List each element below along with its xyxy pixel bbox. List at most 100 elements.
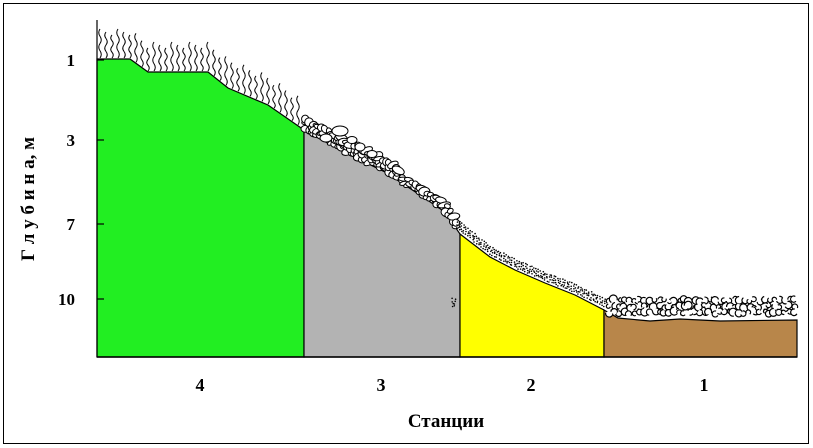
sand-grain (451, 297, 453, 300)
frond-stroke (158, 44, 162, 72)
sand-grain (593, 293, 595, 296)
frond-stroke (134, 33, 138, 63)
frond-stroke (290, 97, 294, 121)
sand-grain (574, 287, 577, 289)
y-axis-ticks (97, 59, 104, 300)
sand-grain (491, 254, 493, 257)
frond-stroke (170, 41, 174, 72)
shell-fragment (651, 297, 658, 303)
sand-grain (475, 235, 478, 238)
pebble (354, 142, 366, 152)
sand-grain (540, 275, 542, 277)
sand-grain (546, 273, 548, 276)
sand-grain (493, 252, 496, 255)
sand-grain (519, 268, 522, 270)
sand-grain (537, 274, 540, 277)
sand-grain (559, 280, 562, 283)
depth-tick-label: 3 (67, 131, 76, 150)
shell-fragment (780, 309, 786, 316)
sand-grain (518, 262, 520, 265)
shell-fragment (680, 310, 686, 317)
sand-grain (523, 270, 526, 273)
sand-grain (561, 283, 563, 286)
frond-stroke (98, 28, 102, 59)
sand-grain (515, 263, 517, 266)
sand-grain (485, 242, 487, 244)
sand-grain (575, 284, 578, 286)
shell-substrate (604, 294, 799, 318)
sand-grain (546, 275, 548, 278)
shell-fragment (740, 310, 747, 317)
sand-grain (483, 245, 485, 247)
sand-grain (596, 294, 599, 297)
x-axis-title: Станции (408, 411, 484, 432)
sand-grain (451, 305, 454, 308)
shell-fragment (679, 295, 688, 303)
sand-grain (537, 268, 539, 271)
sand-grain (604, 300, 606, 303)
sand-grain (508, 261, 511, 264)
frond-stroke (128, 34, 132, 59)
frond-stroke (146, 47, 150, 72)
sand-grain (525, 265, 527, 268)
frond-stroke (254, 75, 258, 100)
sand-grain (604, 298, 606, 301)
sand-grain (575, 289, 577, 292)
sand-grain (500, 255, 503, 258)
sand-grain (472, 238, 475, 241)
sand-grain (458, 228, 461, 231)
sand-grain (480, 241, 482, 244)
sand-grain (596, 300, 599, 303)
sand-grain (548, 281, 550, 283)
sand-grain (469, 229, 472, 232)
sand-grain (456, 221, 459, 223)
shell-fragment (667, 298, 673, 305)
sand-grain (481, 239, 483, 241)
sand-grain (571, 290, 573, 293)
sand-grain (520, 262, 523, 264)
sand-grain (463, 224, 465, 226)
sand-grain (533, 270, 535, 272)
sand-grain (503, 257, 505, 260)
sand-grain (568, 281, 571, 283)
sand-grain (577, 290, 580, 293)
sand-grain (467, 231, 470, 233)
sand-grain (581, 290, 584, 292)
sand-grain (462, 232, 465, 234)
sand-grain (499, 251, 502, 254)
sand-grain (483, 240, 486, 243)
sand-grain (480, 246, 482, 248)
sand-grain (599, 303, 601, 305)
sand-grain (478, 239, 481, 241)
sand-grain (522, 264, 524, 267)
sand-grain (580, 286, 582, 289)
sand-grain (555, 283, 557, 286)
shell-fragment (751, 296, 757, 303)
sand-grain (486, 244, 489, 246)
sand-grain (520, 265, 523, 268)
sand-grain (459, 226, 461, 228)
sand-grain (459, 220, 461, 223)
sand-grain (535, 270, 538, 272)
shell-fragment (791, 303, 799, 310)
frond-stroke (236, 67, 240, 92)
sand-grain (517, 268, 519, 270)
sand-grain (507, 257, 509, 259)
sand-grain (520, 263, 523, 265)
sand-grain (465, 230, 467, 233)
sand-grain (564, 287, 567, 289)
shell-fragment (669, 306, 679, 316)
frond-stroke (176, 44, 180, 72)
pebble (331, 125, 349, 137)
frond-stroke (224, 56, 228, 86)
sand-grain (482, 247, 484, 250)
sand-grain (484, 248, 487, 251)
sand-grain (460, 228, 463, 230)
sand-grain (467, 227, 469, 230)
sand-grain (493, 255, 496, 258)
sand-grain (601, 304, 603, 307)
sand-grain (537, 271, 539, 273)
sand-grain (493, 248, 496, 251)
sand-grain (459, 223, 461, 225)
sand-grain (507, 255, 510, 258)
